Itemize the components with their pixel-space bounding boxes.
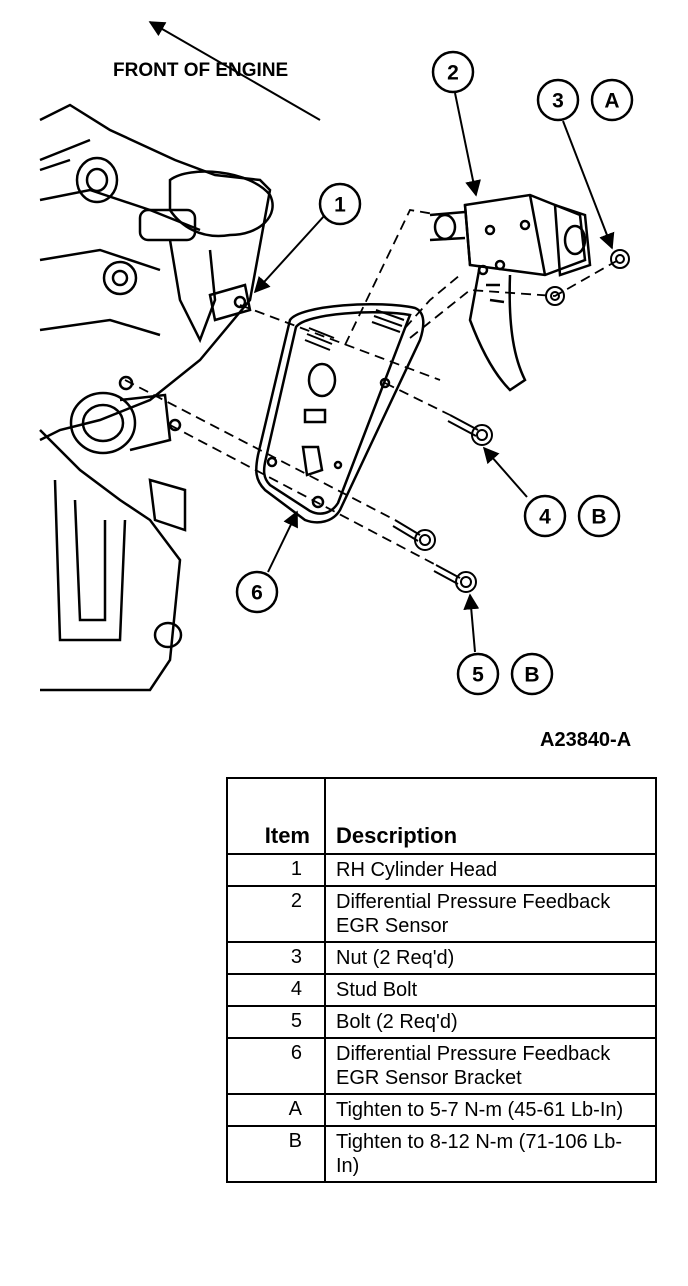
- table-header-row: Item Description: [226, 777, 657, 855]
- row-description: Bolt (2 Req'd): [324, 1005, 657, 1039]
- row-description: Differential Pressure Feedback EGR Senso…: [324, 1037, 657, 1095]
- parts-table: Item Description 1 RH Cylinder Head 2 Di…: [226, 777, 657, 1183]
- header-item: Item: [226, 777, 326, 855]
- callout-3-torque-a: A: [590, 78, 634, 122]
- table-row: 6 Differential Pressure Feedback EGR Sen…: [226, 1037, 657, 1095]
- figure-code: A23840-A: [540, 729, 631, 751]
- callout-1: 1: [318, 182, 362, 226]
- header-description: Description: [324, 777, 657, 855]
- callout-2-label: 2: [447, 62, 459, 85]
- row-item: 2: [226, 885, 326, 943]
- engine-block-drawing: [39, 103, 274, 692]
- row-item: B: [226, 1125, 326, 1183]
- row-description: RH Cylinder Head: [324, 853, 657, 887]
- callout-3-label: 3: [552, 90, 564, 113]
- callout-2: 2: [431, 50, 475, 94]
- direction-arrow: [148, 21, 321, 121]
- table-row: 4 Stud Bolt: [226, 973, 657, 1007]
- table-row: A Tighten to 5-7 N-m (45-61 Lb-In): [226, 1093, 657, 1127]
- callout-5-label: 5: [472, 664, 484, 687]
- row-description: Nut (2 Req'd): [324, 941, 657, 975]
- callout-4-torque-b-label: B: [591, 506, 606, 529]
- table-row: 3 Nut (2 Req'd): [226, 941, 657, 975]
- callout-6-label: 6: [251, 582, 263, 605]
- callout-4-torque-b: B: [577, 494, 621, 538]
- sensor-bracket-drawing: [255, 302, 425, 524]
- bolt-drawings: [392, 519, 477, 593]
- callout-4-label: 4: [539, 506, 551, 529]
- row-item: 6: [226, 1037, 326, 1095]
- row-description: Tighten to 5-7 N-m (45-61 Lb-In): [324, 1093, 657, 1127]
- row-item: 3: [226, 941, 326, 975]
- callout-3-torque-a-label: A: [604, 90, 619, 113]
- front-of-engine-label: FRONT OF ENGINE: [113, 60, 288, 81]
- callout-3: 3: [536, 78, 580, 122]
- alignment-lines: [124, 209, 621, 566]
- callout-5-torque-b-label: B: [524, 664, 539, 687]
- table-row: B Tighten to 8-12 N-m (71-106 Lb-In): [226, 1125, 657, 1183]
- callout-5-torque-b: B: [510, 652, 554, 696]
- row-description: Stud Bolt: [324, 973, 657, 1007]
- table-row: 2 Differential Pressure Feedback EGR Sen…: [226, 885, 657, 943]
- row-item: A: [226, 1093, 326, 1127]
- row-description: Differential Pressure Feedback EGR Senso…: [324, 885, 657, 943]
- callout-1-label: 1: [334, 194, 346, 217]
- leader-lines: [253, 92, 615, 653]
- table-row: 5 Bolt (2 Req'd): [226, 1005, 657, 1039]
- stud-bolt-drawing: [447, 414, 493, 446]
- table-row: 1 RH Cylinder Head: [226, 853, 657, 887]
- row-item: 1: [226, 853, 326, 887]
- row-item: 5: [226, 1005, 326, 1039]
- callout-5: 5: [456, 652, 500, 696]
- row-item: 4: [226, 973, 326, 1007]
- callout-6: 6: [235, 570, 279, 614]
- front-of-engine-indicator: FRONT OF ENGINE: [113, 21, 321, 121]
- nut-drawings: [545, 249, 630, 306]
- row-description: Tighten to 8-12 N-m (71-106 Lb-In): [324, 1125, 657, 1183]
- callout-4: 4: [523, 494, 567, 538]
- exploded-diagram: FRONT OF ENGINE: [39, 21, 634, 751]
- bracket-studs-drawing: [304, 309, 405, 351]
